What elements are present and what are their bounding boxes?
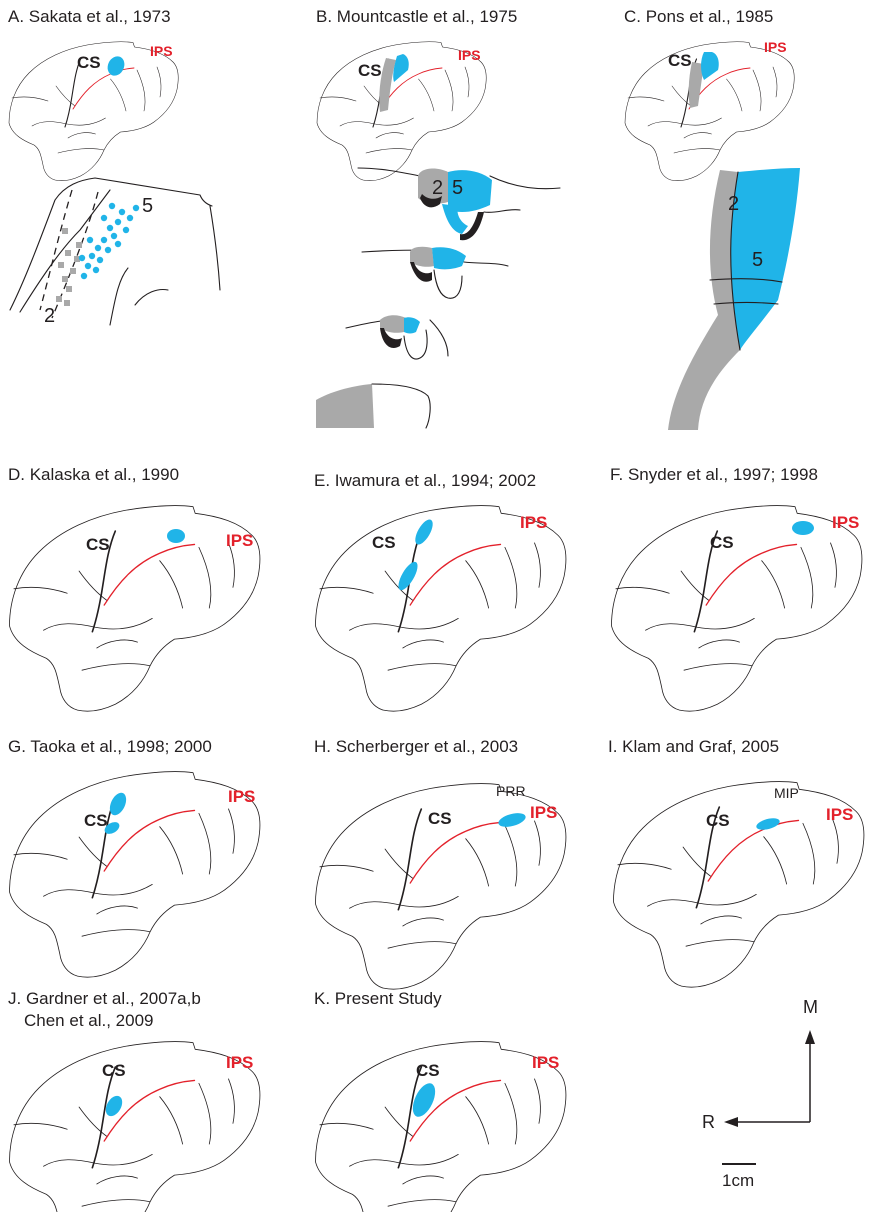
panel-f-brain: [611, 506, 861, 711]
panel-g: G. Taoka et al., 1998; 2000 CS IPS: [8, 737, 260, 977]
panel-a-area5-label: 5: [142, 195, 153, 217]
panel-i-title: I. Klam and Graf, 2005: [608, 737, 779, 756]
rostral-label: R: [702, 1112, 715, 1132]
panel-e-title: E. Iwamura et al., 1994; 2002: [314, 471, 536, 490]
medial-label: M: [803, 997, 818, 1017]
panel-e-cs-label: CS: [372, 533, 396, 552]
panel-c-cs-label: CS: [668, 51, 692, 70]
panel-e-ips-label: IPS: [520, 513, 547, 532]
panel-d-blue-region: [167, 529, 185, 543]
panel-e: E. Iwamura et al., 1994; 2002 CS IPS: [314, 471, 566, 711]
panel-h-region-label: PRR: [496, 783, 526, 799]
panel-b-ips-label: IPS: [458, 47, 481, 63]
panel-e-brain: [315, 506, 565, 711]
panel-a: A. Sakata et al., 1973 CS IPS: [8, 7, 220, 327]
panel-h-blue-region: [497, 811, 527, 830]
panel-h: H. Scherberger et al., 2003 PRR CS IPS: [314, 737, 566, 989]
panel-b-cs-label: CS: [358, 61, 382, 80]
panel-b: B. Mountcastle et al., 1975 CS IPS 2 5: [316, 7, 560, 428]
panel-a-area2-label: 2: [44, 305, 55, 327]
panel-a-title: A. Sakata et al., 1973: [8, 7, 171, 26]
orientation-indicator: M R 1cm: [702, 997, 818, 1190]
panel-d-title: D. Kalaska et al., 1990: [8, 465, 179, 484]
panel-f-cs-label: CS: [710, 533, 734, 552]
panel-d: D. Kalaska et al., 1990 CS IPS: [8, 465, 260, 711]
panel-k-brain: [315, 1042, 565, 1212]
panel-h-ips-label: IPS: [530, 803, 557, 822]
panel-k-title: K. Present Study: [314, 989, 442, 1008]
panel-c-area-map: 2 5: [668, 168, 800, 430]
panel-j-title: J. Gardner et al., 2007a,b: [8, 989, 201, 1008]
panel-k-cs-label: CS: [416, 1061, 440, 1080]
panel-c-ips-label: IPS: [764, 39, 787, 55]
panel-g-title: G. Taoka et al., 1998; 2000: [8, 737, 212, 756]
panel-d-brain: [9, 506, 259, 711]
panel-f-title: F. Snyder et al., 1997; 1998: [610, 465, 818, 484]
panel-i-cs-label: CS: [706, 811, 730, 830]
panel-d-ips-label: IPS: [226, 531, 253, 550]
panel-k-ips-label: IPS: [532, 1053, 559, 1072]
panel-a-detail-map: 5 2: [10, 178, 220, 327]
panel-e-blue-region-upper: [412, 517, 436, 547]
panel-f-ips-label: IPS: [832, 513, 859, 532]
panel-b-area5-label: 5: [452, 177, 463, 199]
panel-d-cs-label: CS: [86, 535, 110, 554]
panel-i-region-label: MIP: [774, 785, 799, 801]
panel-a-cs-label: CS: [77, 53, 101, 72]
panel-h-title: H. Scherberger et al., 2003: [314, 737, 518, 756]
rostral-arrow-icon: [724, 1117, 738, 1127]
panel-f-blue-region: [792, 521, 814, 535]
panel-c-title: C. Pons et al., 1985: [624, 7, 773, 26]
panel-g-brain: [9, 772, 259, 977]
panel-k: K. Present Study CS IPS: [314, 989, 566, 1212]
panel-j-cs-label: CS: [102, 1061, 126, 1080]
panel-g-cs-label: CS: [84, 811, 108, 830]
panel-j-title-line2: Chen et al., 2009: [24, 1011, 153, 1030]
panel-b-area2-label: 2: [432, 177, 443, 199]
panel-i: I. Klam and Graf, 2005 MIP CS IPS: [608, 737, 864, 987]
panel-b-title: B. Mountcastle et al., 1975: [316, 7, 517, 26]
panel-b-sections: 2 5: [316, 168, 560, 428]
scale-label: 1cm: [722, 1171, 754, 1190]
panel-j-ips-label: IPS: [226, 1053, 253, 1072]
panel-f: F. Snyder et al., 1997; 1998 CS IPS: [610, 465, 862, 711]
panel-c: C. Pons et al., 1985 CS IPS 2 5: [624, 7, 800, 430]
panel-i-ips-label: IPS: [826, 805, 853, 824]
panel-a-ips-label: IPS: [150, 43, 173, 59]
panel-j: J. Gardner et al., 2007a,b Chen et al., …: [8, 989, 260, 1212]
panel-i-blue-region: [755, 816, 781, 832]
panel-h-cs-label: CS: [428, 809, 452, 828]
panel-j-brain: [9, 1042, 259, 1212]
medial-arrow-icon: [805, 1030, 815, 1044]
panel-g-ips-label: IPS: [228, 787, 255, 806]
panel-c-area2-label: 2: [728, 193, 739, 215]
panel-c-area5-label: 5: [752, 249, 763, 271]
